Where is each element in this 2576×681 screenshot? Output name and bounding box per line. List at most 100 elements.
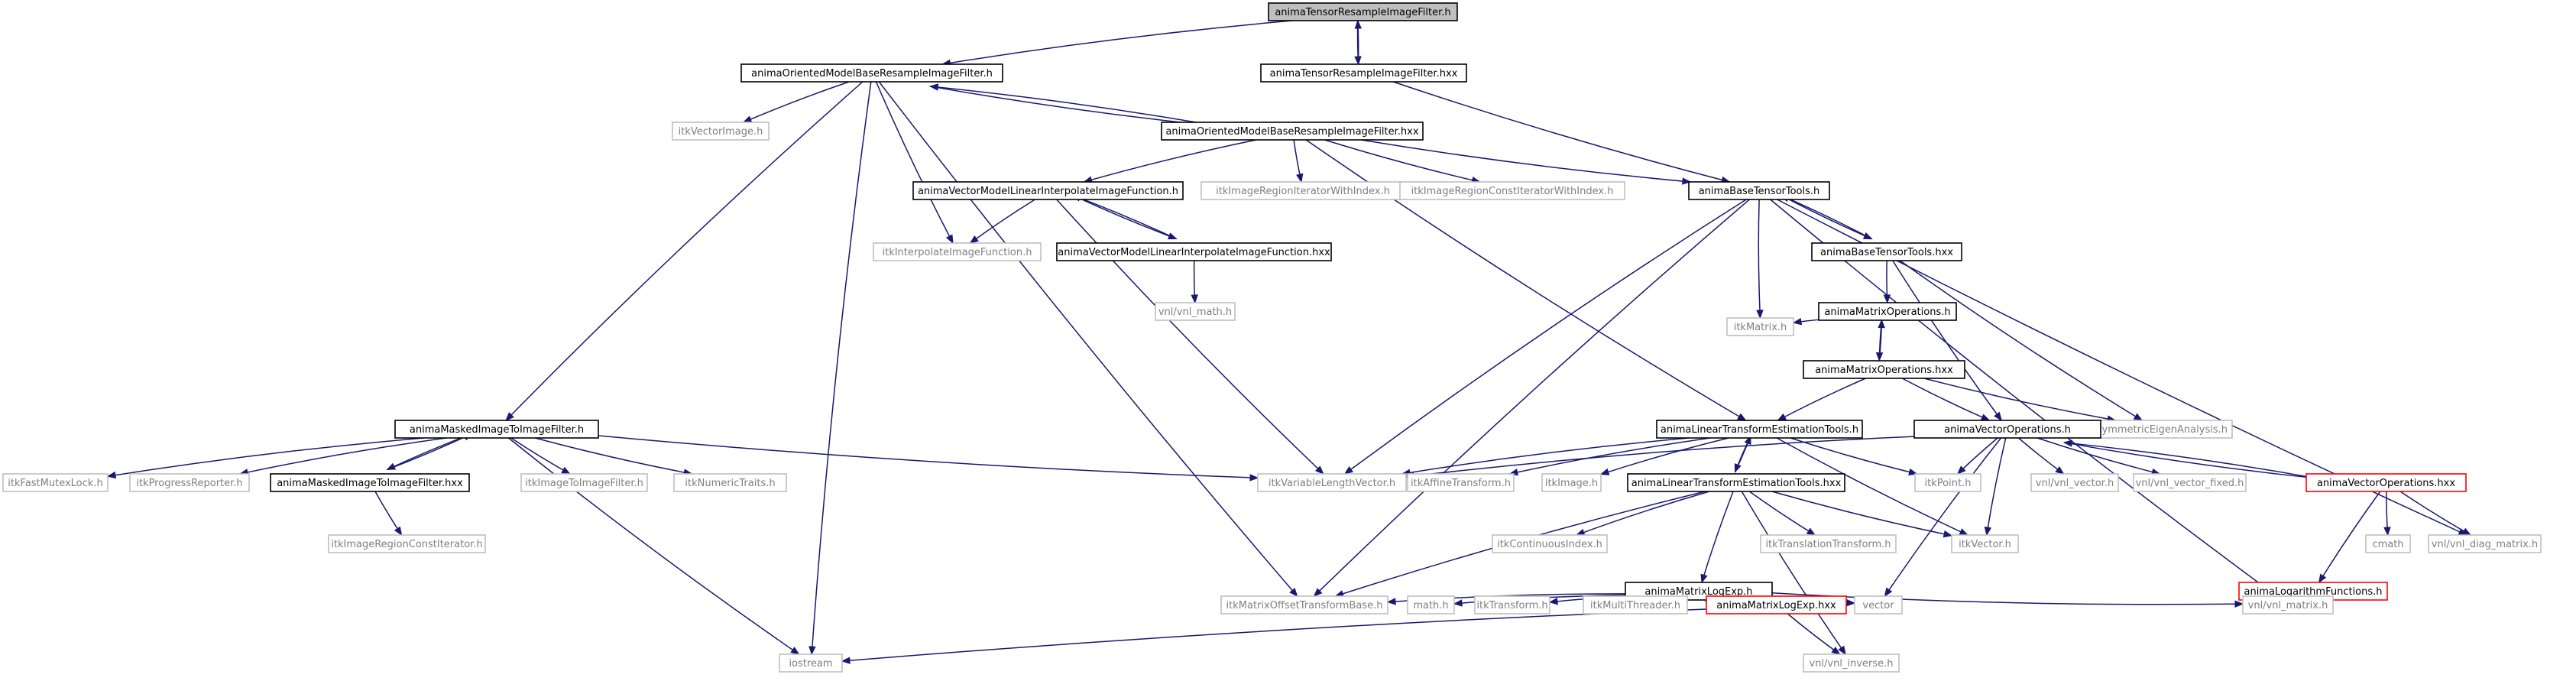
node-n50: vnl/vnl_inverse.h (1803, 653, 1900, 673)
edge-n29-to-n37 (1771, 491, 1952, 537)
node-box (2133, 473, 2247, 492)
node-label: animaOrientedModelBaseResampleImageFilte… (751, 68, 993, 79)
edge-n20-to-n26 (1405, 436, 1915, 478)
node-n20[interactable]: animaVectorOperations.h (1913, 420, 2101, 439)
node-n3[interactable]: animaTensorResampleImageFilter.hxx (1260, 63, 1467, 83)
node-box (1803, 360, 1965, 379)
node-label: itkImageToImageFilter.h (525, 478, 643, 489)
edge-n2-to-n10 (875, 81, 954, 244)
arrowhead-n5-to-n2 (928, 83, 939, 91)
node-n2[interactable]: animaOrientedModelBaseResampleImageFilte… (740, 63, 1003, 83)
node-box (2030, 473, 2119, 492)
node-label: iostream (789, 658, 832, 670)
node-n6[interactable]: animaVectorModelLinearInterpolateImageFu… (912, 181, 1184, 200)
node-n23[interactable]: animaMaskedImageToImageFilter.hxx (270, 473, 470, 492)
arrowhead-n46-to-n50 (1831, 647, 1841, 655)
arrowhead-n2-to-n49 (808, 646, 816, 656)
edge-n33-to-n38 (2318, 491, 2381, 583)
node-label: itkTransform.h (1476, 600, 1547, 611)
node-box (1913, 420, 2101, 439)
edge-n2-to-n4 (743, 81, 850, 123)
node-n9[interactable]: animaBaseTensorTools.h (1688, 181, 1830, 200)
node-label: vnl/vnl_vector.h (2036, 478, 2114, 489)
node-label: animaBaseTensorTools.h (1699, 186, 1820, 197)
node-n46[interactable]: animaMatrixLogExp.hxx (1706, 595, 1847, 615)
node-label: vnl/vnl_math.h (1158, 306, 1232, 318)
arrowhead-n18-to-n26 (1249, 474, 1259, 482)
arrowhead-n18-to-n24 (561, 466, 571, 475)
arrowhead-n5-to-n19 (1737, 413, 1747, 421)
edge-n20-to-n31 (2017, 437, 2064, 475)
node-box (2365, 534, 2411, 553)
arrowhead-n5-to-n9 (1682, 177, 1692, 185)
node-n10: itkInterpolateImageFunction.h (873, 242, 1042, 261)
node-label: animaLogarithmFunctions.h (2244, 586, 2382, 598)
arrowhead-n41-to-n47 (1846, 598, 1856, 607)
arrowhead-n5-to-n7 (1296, 173, 1304, 183)
arrowhead-n29-to-n35 (1575, 528, 1586, 536)
node-n29[interactable]: animaLinearTransformEstimationTools.hxx (1627, 473, 1845, 492)
node-box (2428, 534, 2542, 553)
arrowhead-n9-to-n42 (1313, 588, 1323, 597)
edge-n12-to-n9 (1781, 194, 1872, 240)
edge-n23-to-n18 (387, 433, 472, 471)
node-label: vnl/vnl_diag_matrix.h (2432, 539, 2538, 550)
edge-n5-to-n6 (1084, 139, 1257, 183)
node-label: animaLinearTransformEstimationTools.hxx (1631, 478, 1842, 489)
node-box (1268, 2, 1458, 21)
edge-n2-to-n49 (811, 81, 872, 655)
edge-n18-to-n24 (510, 437, 571, 475)
node-label: itkNumericTraits.h (685, 478, 775, 489)
node-n5[interactable]: animaOrientedModelBaseResampleImageFilte… (1161, 122, 1424, 141)
arrowhead-n19-to-n37 (1959, 528, 1969, 536)
node-box (2305, 473, 2467, 492)
node-n27: itkAffineTransform.h (1407, 473, 1515, 492)
node-box (1854, 595, 1903, 615)
arrowhead-n41-to-n48 (2234, 600, 2244, 608)
edge-n2-to-n42 (878, 81, 1298, 597)
node-label: animaTensorResampleImageFilter.hxx (1270, 68, 1458, 79)
node-box (1220, 595, 1388, 615)
node-n39: cmath (2365, 534, 2411, 553)
node-label: animaMaskedImageToImageFilter.h (410, 424, 584, 436)
node-n14[interactable]: animaMatrixOperations.h (1818, 302, 1957, 321)
node-n38[interactable]: animaLogarithmFunctions.h (2238, 582, 2388, 601)
node-n12[interactable]: animaBaseTensorTools.hxx (1811, 242, 1962, 261)
edge-n9-to-n12 (1781, 194, 1872, 240)
node-box (873, 242, 1042, 261)
node-n1[interactable]: animaTensorResampleImageFilter.h (1268, 2, 1458, 21)
node-n11[interactable]: animaVectorModelLinearInterpolateImageFu… (1056, 242, 1332, 261)
node-box (520, 473, 648, 492)
node-box (270, 473, 470, 492)
arrowhead-n12-to-n17 (2133, 413, 2143, 421)
edge-n9-to-n15 (1758, 199, 1761, 319)
node-box (328, 534, 486, 553)
node-label: itkTranslationTransform.h (1765, 539, 1891, 550)
node-n44: itkTransform.h (1474, 595, 1550, 615)
node-n18[interactable]: animaMaskedImageToImageFilter.h (394, 420, 599, 439)
node-n21: itkFastMutexLock.h (2, 473, 109, 492)
node-n19[interactable]: animaLinearTransformEstimationTools.h (1656, 420, 1863, 439)
node-n35: itkContinuousIndex.h (1492, 534, 1608, 553)
edge-n46-to-n49 (841, 608, 1707, 662)
arrowhead-n12-to-n20 (1994, 411, 2002, 422)
arrowhead-n41-to-n44 (1548, 598, 1558, 605)
node-box (1726, 317, 1794, 336)
node-n16[interactable]: animaMatrixOperations.hxx (1803, 360, 1965, 379)
edge-n19-to-n27 (1509, 437, 1711, 475)
edge-n3-to-n9 (1392, 81, 1730, 183)
arrowhead-n14-to-n15 (1792, 317, 1803, 326)
node-n17: itkSymmetricEigenAnalysis.h (2078, 420, 2233, 439)
node-n33[interactable]: animaVectorOperations.hxx (2305, 473, 2467, 492)
node-n34: itkImageRegionConstIterator.h (328, 534, 486, 553)
node-label: itkFastMutexLock.h (8, 478, 102, 489)
node-box (740, 63, 1003, 83)
edge-n20-to-n47 (1884, 437, 2002, 597)
node-label: itkContinuousIndex.h (1497, 539, 1602, 550)
arrowhead-n18-to-n21 (106, 471, 117, 479)
node-label: itkInterpolateImageFunction.h (882, 247, 1032, 258)
edge-n20-to-n33 (2063, 442, 2318, 479)
node-n30: itkPoint.h (1914, 473, 1981, 492)
node-label: animaBaseTensorTools.hxx (1820, 247, 1953, 258)
node-label: animaVectorOperations.hxx (2317, 478, 2455, 489)
